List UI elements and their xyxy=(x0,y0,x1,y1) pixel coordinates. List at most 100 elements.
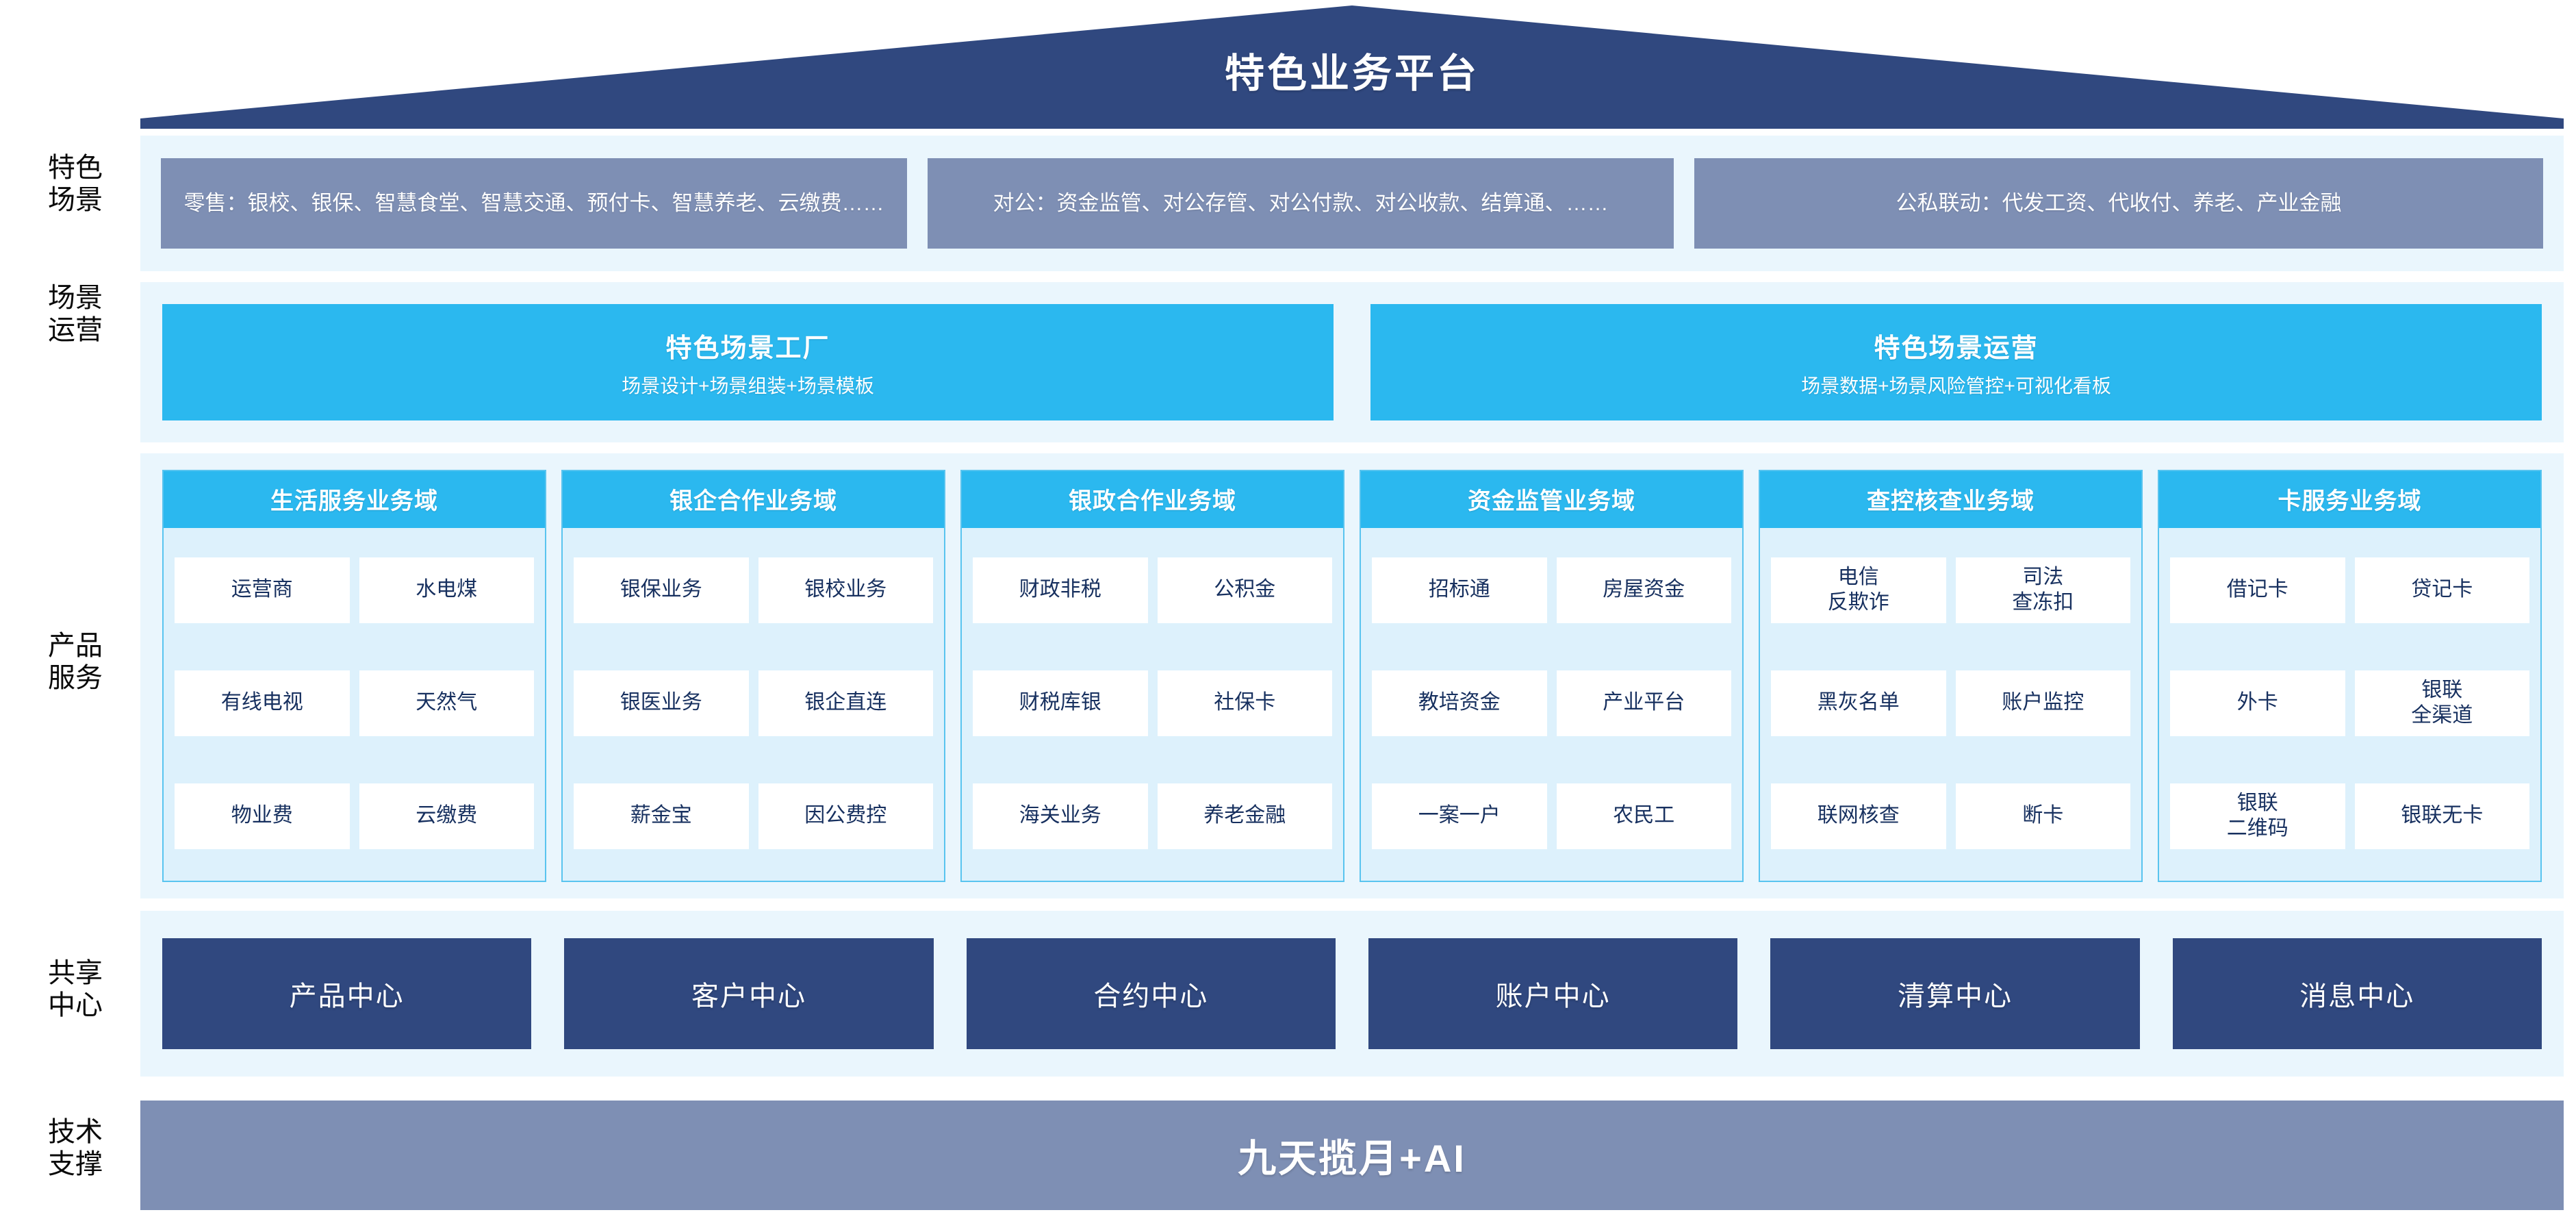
product-cell[interactable]: 产业平台 xyxy=(1556,670,1731,736)
row-label-operation: 场景 运营 xyxy=(48,283,103,346)
shared-center-message[interactable]: 消息中心 xyxy=(2172,938,2542,1049)
roof-shape xyxy=(140,5,2564,129)
domain-investigation-control[interactable]: 查控核查业务域 电信 反欺诈 司法 查冻扣 黑灰名单 账户监控 联网核查 断卡 xyxy=(1759,470,2143,882)
shared-center-band: 产品中心 客户中心 合约中心 账户中心 清算中心 消息中心 xyxy=(140,911,2564,1077)
domain-title: 资金监管业务域 xyxy=(1361,471,1742,528)
product-cell[interactable]: 房屋资金 xyxy=(1556,557,1731,623)
shared-center-product[interactable]: 产品中心 xyxy=(162,938,532,1049)
domain-fund-supervision[interactable]: 资金监管业务域 招标通 房屋资金 教培资金 产业平台 一案一户 农民工 xyxy=(1360,470,1744,882)
product-cell[interactable]: 银保业务 xyxy=(574,557,749,623)
domain-row: 借记卡 贷记卡 xyxy=(2170,557,2529,623)
shared-center-clearing[interactable]: 清算中心 xyxy=(1770,938,2140,1049)
product-cell[interactable]: 运营商 xyxy=(175,557,350,623)
product-cell[interactable]: 农民工 xyxy=(1556,783,1731,849)
domain-row: 电信 反欺诈 司法 查冻扣 xyxy=(1771,557,2130,623)
row-label-product: 产品 服务 xyxy=(48,631,103,694)
domain-row: 招标通 房屋资金 xyxy=(1372,557,1731,623)
scenario-band: 零售：银校、银保、智慧食堂、智慧交通、预付卡、智慧养老、云缴费…… 对公：资金监… xyxy=(140,136,2564,271)
domain-cells: 财政非税 公积金 财税库银 社保卡 海关业务 养老金融 xyxy=(962,528,1343,881)
domain-row: 海关业务 养老金融 xyxy=(973,783,1332,849)
product-cell[interactable]: 银医业务 xyxy=(574,670,749,736)
domain-cells: 招标通 房屋资金 教培资金 产业平台 一案一户 农民工 xyxy=(1361,528,1742,881)
domain-row: 黑灰名单 账户监控 xyxy=(1771,670,2130,736)
domain-cells: 借记卡 贷记卡 外卡 银联 全渠道 银联 二维码 银联无卡 xyxy=(2159,528,2540,881)
product-cell[interactable]: 水电煤 xyxy=(359,557,534,623)
domain-card-service[interactable]: 卡服务业务域 借记卡 贷记卡 外卡 银联 全渠道 银联 二维码 银联无卡 xyxy=(2158,470,2542,882)
platform-roof: 特色业务平台 xyxy=(140,5,2564,129)
product-cell[interactable]: 司法 查冻扣 xyxy=(1955,557,2130,623)
product-cell[interactable]: 财政非税 xyxy=(973,557,1148,623)
product-cell[interactable]: 教培资金 xyxy=(1372,670,1547,736)
product-cell[interactable]: 天然气 xyxy=(359,670,534,736)
domain-row: 一案一户 农民工 xyxy=(1372,783,1731,849)
shared-center-contract[interactable]: 合约中心 xyxy=(966,938,1336,1049)
domain-title: 查控核查业务域 xyxy=(1760,471,2141,528)
operation-title: 特色场景工厂 xyxy=(665,334,830,363)
product-cell[interactable]: 借记卡 xyxy=(2170,557,2345,623)
platform-title: 特色业务平台 xyxy=(1224,51,1479,96)
domain-title: 银政合作业务域 xyxy=(962,471,1343,528)
product-cell[interactable]: 公积金 xyxy=(1157,557,1332,623)
product-cell[interactable]: 一案一户 xyxy=(1372,783,1547,849)
domain-bank-enterprise[interactable]: 银企合作业务域 银保业务 银校业务 银医业务 银企直连 薪金宝 因公费控 xyxy=(561,470,945,882)
scenario-box-retail[interactable]: 零售：银校、银保、智慧食堂、智慧交通、预付卡、智慧养老、云缴费…… xyxy=(161,158,907,249)
product-cell[interactable]: 招标通 xyxy=(1372,557,1547,623)
scenario-box-corporate[interactable]: 对公：资金监管、对公存管、对公付款、对公收款、结算通、…… xyxy=(928,158,1674,249)
product-cell[interactable]: 银联无卡 xyxy=(2354,783,2529,849)
domain-life-service[interactable]: 生活服务业务域 运营商 水电煤 有线电视 天然气 物业费 云缴费 xyxy=(162,470,546,882)
domain-title: 银企合作业务域 xyxy=(563,471,944,528)
product-cell[interactable]: 海关业务 xyxy=(973,783,1148,849)
domain-bank-government[interactable]: 银政合作业务域 财政非税 公积金 财税库银 社保卡 海关业务 养老金融 xyxy=(960,470,1344,882)
product-cell[interactable]: 薪金宝 xyxy=(574,783,749,849)
domain-title: 卡服务业务域 xyxy=(2159,471,2540,528)
product-cell[interactable]: 云缴费 xyxy=(359,783,534,849)
product-cell[interactable]: 联网核查 xyxy=(1771,783,1946,849)
row-label-shared: 共享 中心 xyxy=(48,958,103,1021)
operation-box-factory[interactable]: 特色场景工厂 场景设计+场景组装+场景模板 xyxy=(162,304,1334,420)
product-cell[interactable]: 财税库银 xyxy=(973,670,1148,736)
product-cell[interactable]: 社保卡 xyxy=(1157,670,1332,736)
shared-center-account[interactable]: 账户中心 xyxy=(1368,938,1738,1049)
row-label-scenario: 特色 场景 xyxy=(48,153,103,216)
product-cell[interactable]: 物业费 xyxy=(175,783,350,849)
domain-row: 运营商 水电煤 xyxy=(175,557,534,623)
product-cell[interactable]: 银校业务 xyxy=(758,557,933,623)
tech-support-bar[interactable]: 九天揽月+AI xyxy=(140,1101,2564,1210)
domain-row: 薪金宝 因公费控 xyxy=(574,783,933,849)
product-cell[interactable]: 电信 反欺诈 xyxy=(1771,557,1946,623)
domain-cells: 银保业务 银校业务 银医业务 银企直连 薪金宝 因公费控 xyxy=(563,528,944,881)
domain-row: 财税库银 社保卡 xyxy=(973,670,1332,736)
domain-row: 财政非税 公积金 xyxy=(973,557,1332,623)
domain-row: 教培资金 产业平台 xyxy=(1372,670,1731,736)
domain-row: 联网核查 断卡 xyxy=(1771,783,2130,849)
domain-cells: 运营商 水电煤 有线电视 天然气 物业费 云缴费 xyxy=(164,528,545,881)
operation-band: 特色场景工厂 场景设计+场景组装+场景模板 特色场景运营 场景数据+场景风险管控… xyxy=(140,282,2564,442)
domain-row: 银医业务 银企直连 xyxy=(574,670,933,736)
operation-title: 特色场景运营 xyxy=(1874,334,2039,363)
product-cell[interactable]: 因公费控 xyxy=(758,783,933,849)
product-cell[interactable]: 银企直连 xyxy=(758,670,933,736)
operation-box-operation[interactable]: 特色场景运营 场景数据+场景风险管控+可视化看板 xyxy=(1370,304,2542,420)
domain-row: 银保业务 银校业务 xyxy=(574,557,933,623)
row-label-tech: 技术 支撑 xyxy=(48,1117,103,1180)
product-cell[interactable]: 银联 全渠道 xyxy=(2354,670,2529,736)
domain-title: 生活服务业务域 xyxy=(164,471,545,528)
product-cell[interactable]: 银联 二维码 xyxy=(2170,783,2345,849)
domain-row: 物业费 云缴费 xyxy=(175,783,534,849)
domain-row: 有线电视 天然气 xyxy=(175,670,534,736)
domain-cells: 电信 反欺诈 司法 查冻扣 黑灰名单 账户监控 联网核查 断卡 xyxy=(1760,528,2141,881)
scenario-box-linkage[interactable]: 公私联动：代发工资、代收付、养老、产业金融 xyxy=(1694,158,2543,249)
product-cell[interactable]: 黑灰名单 xyxy=(1771,670,1946,736)
product-cell[interactable]: 外卡 xyxy=(2170,670,2345,736)
product-cell[interactable]: 账户监控 xyxy=(1955,670,2130,736)
operation-subtitle: 场景设计+场景组装+场景模板 xyxy=(622,375,874,397)
product-cell[interactable]: 养老金融 xyxy=(1157,783,1332,849)
domain-row: 银联 二维码 银联无卡 xyxy=(2170,783,2529,849)
product-band: 生活服务业务域 运营商 水电煤 有线电视 天然气 物业费 云缴费 xyxy=(140,453,2564,898)
shared-center-customer[interactable]: 客户中心 xyxy=(564,938,934,1049)
product-cell[interactable]: 有线电视 xyxy=(175,670,350,736)
product-cell[interactable]: 断卡 xyxy=(1955,783,2130,849)
domain-row: 外卡 银联 全渠道 xyxy=(2170,670,2529,736)
product-cell[interactable]: 贷记卡 xyxy=(2354,557,2529,623)
